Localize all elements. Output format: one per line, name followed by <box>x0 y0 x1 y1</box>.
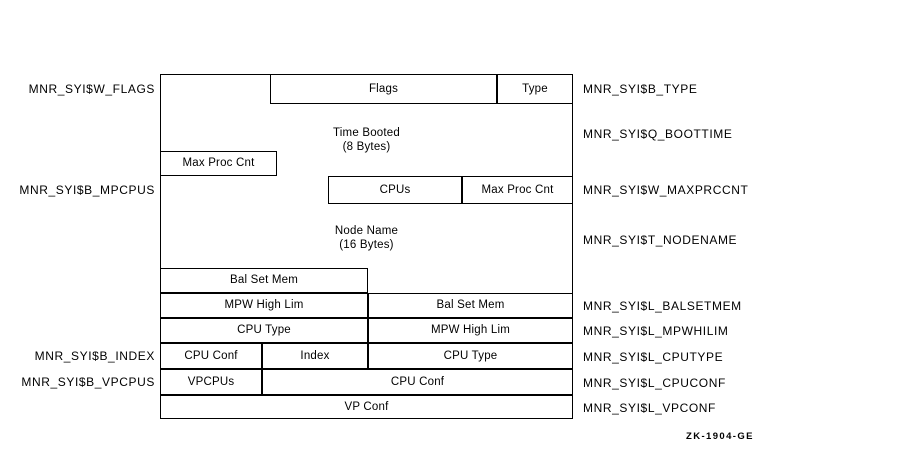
offset-label-mnr-syi-b-index: MNR_SYI$B_INDEX <box>34 349 155 363</box>
field-box-vp-conf <box>160 395 573 419</box>
field-box-index <box>262 343 368 369</box>
offset-label-mnr-syi-w-flags: MNR_SYI$W_FLAGS <box>28 82 155 96</box>
field-box-max-proc-cnt-2 <box>462 176 573 204</box>
field-box-cpu-conf-1 <box>160 343 262 369</box>
figure-id: ZK-1904-GE <box>686 431 754 442</box>
field-box-bal-set-mem-1 <box>160 268 368 293</box>
offset-label-mnr-syi-l-vpconf: MNR_SYI$L_VPCONF <box>583 401 716 415</box>
field-box-flags <box>270 74 497 104</box>
field-box-cpus <box>328 176 462 204</box>
offset-label-mnr-syi-l-mpwhilim: MNR_SYI$L_MPWHILIM <box>583 324 729 338</box>
offset-label-mnr-syi-w-maxprccnt: MNR_SYI$W_MAXPRCCNT <box>583 183 749 197</box>
offset-label-mnr-syi-b-vpcpus: MNR_SYI$B_VPCPUS <box>21 375 155 389</box>
offset-label-mnr-syi-q-boottime: MNR_SYI$Q_BOOTTIME <box>583 127 733 141</box>
offset-label-mnr-syi-l-cpuconf: MNR_SYI$L_CPUCONF <box>583 376 726 390</box>
field-box-vpcpus <box>160 369 262 395</box>
field-box-bal-set-mem-2 <box>368 293 573 318</box>
offset-label-mnr-syi-l-cputype: MNR_SYI$L_CPUTYPE <box>583 350 724 364</box>
offset-label-mnr-syi-t-nodename: MNR_SYI$T_NODENAME <box>583 233 738 247</box>
offset-label-mnr-syi-l-balsetmem: MNR_SYI$L_BALSETMEM <box>583 299 742 313</box>
offset-label-mnr-syi-b-type: MNR_SYI$B_TYPE <box>583 82 698 96</box>
field-box-mpw-high-lim-2 <box>368 318 573 343</box>
field-box-cpu-type-1 <box>160 318 368 343</box>
field-box-type <box>497 74 573 104</box>
field-box-mpw-high-lim-1 <box>160 293 368 318</box>
field-box-cpu-type-2 <box>368 343 573 369</box>
offset-label-mnr-syi-b-mpcpus: MNR_SYI$B_MPCPUS <box>19 183 155 197</box>
field-box-max-proc-cnt-1 <box>160 151 277 176</box>
field-box-cpu-conf-2 <box>262 369 573 395</box>
